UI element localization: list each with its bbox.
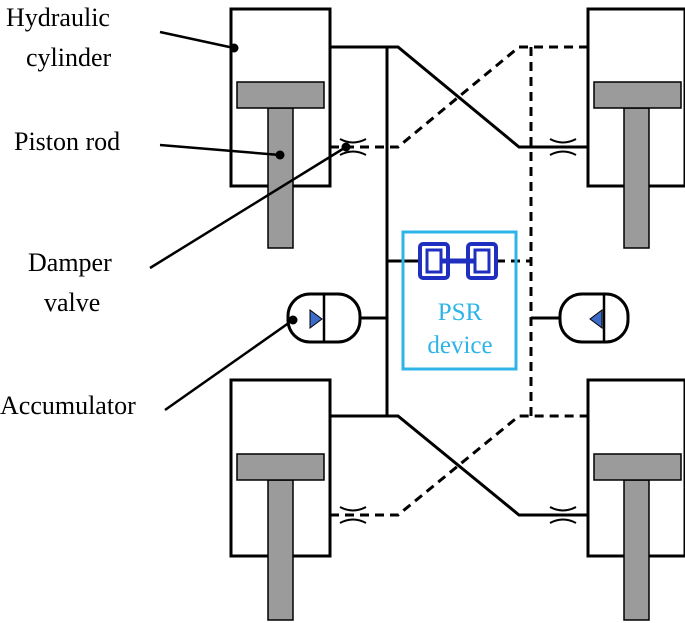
damper-valve-bottom-left [339, 506, 367, 524]
leader-dot [288, 315, 298, 325]
label-damper-line1: Damper [28, 248, 112, 277]
psr-label-line1: PSR [438, 299, 483, 326]
piston-rod [267, 479, 294, 621]
leader-damper-valve [149, 145, 347, 270]
line-tl-to-tr-cross [330, 45, 588, 149]
cylinder-top-right [586, 7, 685, 249]
leader-dot [229, 43, 239, 53]
damper-valve-top-left [339, 138, 367, 156]
psr-device-icon [418, 242, 498, 280]
dashed-line-tl-to-tr-cross [330, 45, 588, 149]
piston-rod [267, 107, 294, 249]
text-labels: Hydraulic cylinder Piston rod Damper val… [0, 3, 136, 420]
solid-hydraulic-lines [330, 45, 588, 517]
damper-valve-top-right [549, 138, 577, 156]
dashed-hydraulic-lines [330, 45, 588, 517]
piston-head [593, 453, 682, 481]
label-damper-line2: valve [44, 288, 100, 317]
psr-device-frame [401, 230, 518, 371]
leader-piston-rod [159, 143, 281, 157]
cylinder-bottom-left [229, 378, 332, 621]
leader-hydraulic-cylinder [159, 30, 235, 50]
dashed-line-bl-to-br-cross [330, 414, 588, 517]
leader-accumulator [164, 318, 294, 412]
psr-device: PSR device [401, 230, 518, 371]
label-hydraulic-line1: Hydraulic [6, 3, 110, 32]
accumulator-right [558, 292, 630, 344]
piston-head [236, 81, 325, 109]
line-bl-to-br-cross [330, 414, 588, 517]
piston-head [593, 81, 682, 109]
accumulator-marker-icon [589, 309, 603, 329]
accumulator-left [286, 292, 362, 344]
cylinder-bottom-right [586, 378, 685, 621]
leader-dot [275, 150, 285, 160]
piston-head [236, 453, 325, 481]
cylinder-top-left [229, 7, 332, 249]
label-hydraulic-line2: cylinder [26, 43, 112, 72]
psr-label-line2: device [427, 332, 492, 359]
label-piston-rod: Piston rod [14, 127, 120, 156]
damper-valve-bottom-right [549, 506, 577, 524]
piston-rod [623, 107, 650, 249]
piston-rod [623, 479, 650, 621]
label-accumulator: Accumulator [0, 391, 136, 420]
leader-lines [149, 30, 351, 412]
leader-dot [341, 142, 351, 152]
accumulator-marker-icon [309, 309, 323, 329]
